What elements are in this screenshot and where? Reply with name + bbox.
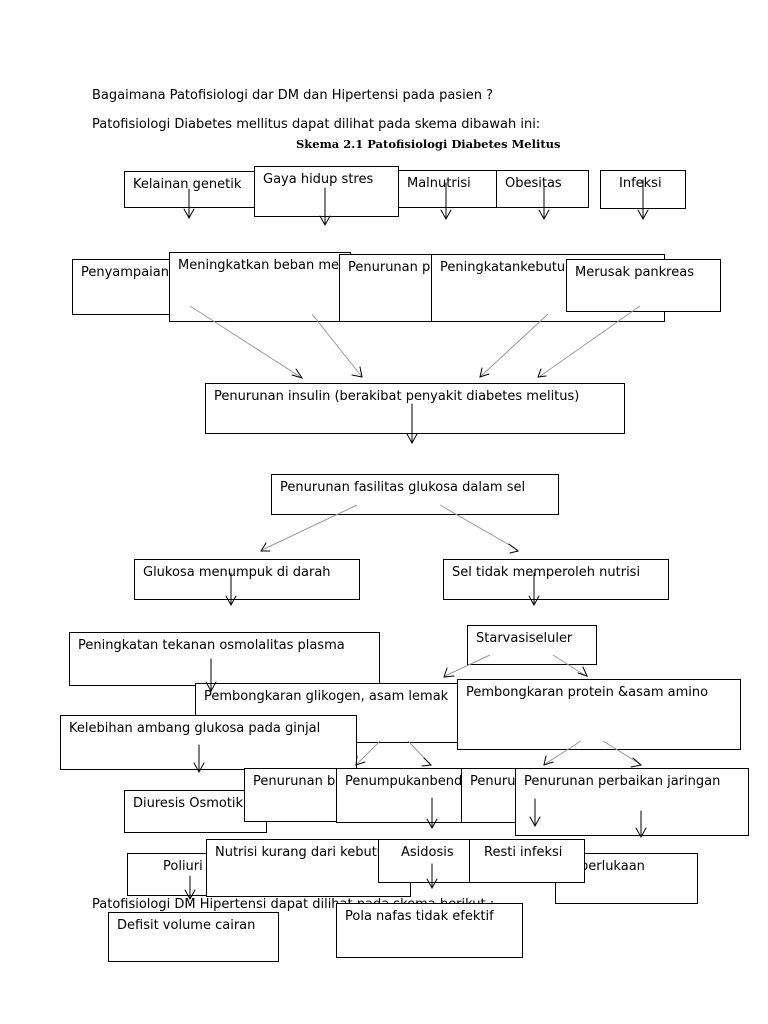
box-ambang-ginjal: Kelebihan ambang glukosa pada ginjal xyxy=(60,715,357,770)
box-diuresis: Diuresis Osmotik xyxy=(124,790,267,833)
box-penurunan-fasilitas: Penurunan fasilitas glukosa dalam sel xyxy=(271,474,559,515)
box-infeksi: Infeksi xyxy=(600,170,686,209)
box-penurunan-bb: Penurunan berat badan xyxy=(244,768,347,822)
box-osmolalitas: Peningkatan tekanan osmolalitas plasma xyxy=(69,632,380,686)
box-sel-nutrisi: Sel tidak memperoleh nutrisi xyxy=(443,559,669,600)
box-protein: Pembongkaran protein &asam amino xyxy=(457,679,741,750)
box-beban-metabolik: Meningkatkan beban metabolik xyxy=(169,252,351,322)
intro-text: Patofisiologi Diabetes mellitus dapat di… xyxy=(92,117,541,132)
box-malnutrisi: Malnutrisi xyxy=(398,170,497,208)
box-asidosis: Asidosis xyxy=(378,839,472,883)
box-starvasi: Starvasiseluler xyxy=(467,625,597,665)
box-nutrisi-kurang: Nutrisi kurang dari kebutuhan xyxy=(206,839,411,897)
box-glukosa-darah: Glukosa menumpuk di darah xyxy=(134,559,360,600)
box-obesitas: Obesitas xyxy=(496,170,589,208)
diagram-title: Skema 2.1 Patofisiologi Diabetes Melitus xyxy=(296,137,561,151)
box-pola-nafas: Pola nafas tidak efektif xyxy=(336,903,523,958)
box-penumpukan-keton: Penumpukanbenda keton xyxy=(336,768,466,823)
box-perbaikan-jaringan: Penurunan perbaikan jaringan xyxy=(515,768,749,836)
box-penurunan-insulin: Penurunan insulin (berakibat penyakit di… xyxy=(205,383,625,434)
box-penyampaian: Penyampaian xyxy=(72,259,184,315)
box-defisit-volume: Defisit volume cairan xyxy=(108,912,279,962)
box-gaya-hidup: Gaya hidup stres xyxy=(254,166,399,217)
box-kelainan-genetik: Kelainan genetik xyxy=(124,171,274,208)
box-resti-infeksi: Resti infeksi xyxy=(469,839,585,883)
box-merusak-pankreas: Merusak pankreas xyxy=(566,259,721,312)
question-text: Bagaimana Patofisiologi dar DM dan Hiper… xyxy=(92,88,493,103)
